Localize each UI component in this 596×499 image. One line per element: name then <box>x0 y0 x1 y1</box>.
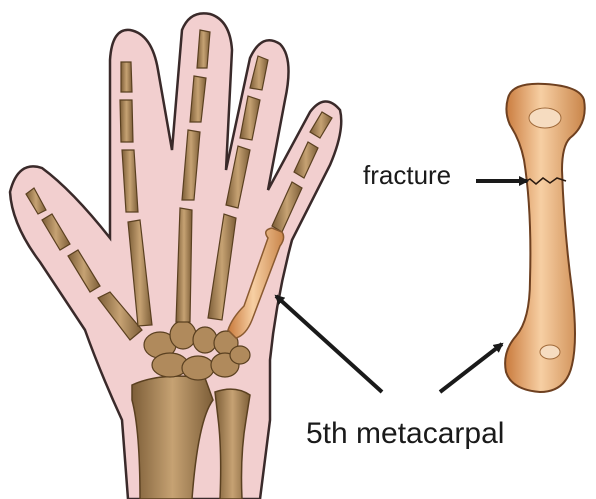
fifth-metacarpal-label: 5th metacarpal <box>306 417 504 451</box>
fracture-label: fracture <box>363 160 451 191</box>
metacarpal-arrow-hand <box>276 296 382 392</box>
isolated-fifth-metacarpal <box>505 84 585 392</box>
metacarpal-arrow-bone <box>440 344 502 392</box>
